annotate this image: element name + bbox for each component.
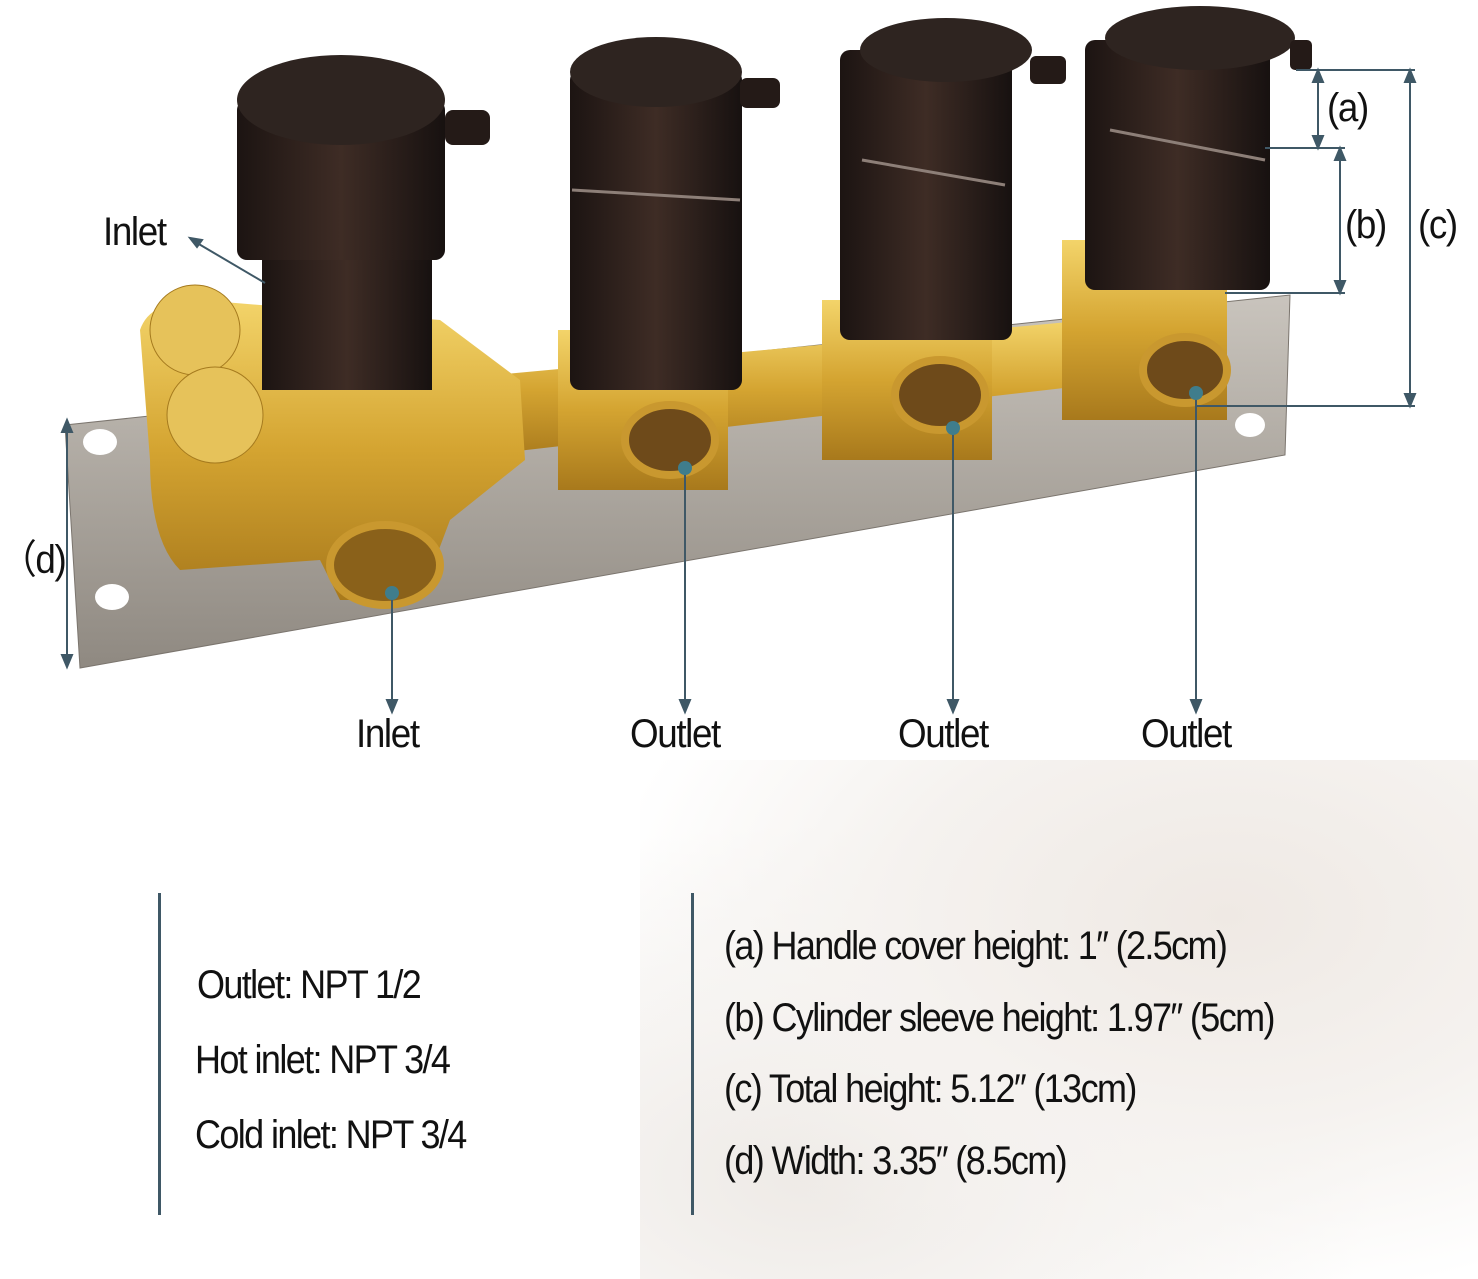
divider — [158, 893, 161, 1215]
connection-spec: Outlet: NPT 1/2 — [197, 963, 422, 1007]
handle-cylinder — [840, 18, 1066, 340]
inlet-port — [326, 521, 444, 609]
handle-cylinder — [1085, 6, 1312, 290]
dimension-spec: (b) Cylinder sleeve height: 1.97″ (5cm) — [724, 996, 1275, 1040]
callout-lines — [60, 67, 1417, 715]
background-family-photo — [640, 760, 1478, 1279]
handle-cylinder — [237, 55, 490, 390]
inlet-bottom-label: Inlet — [356, 712, 420, 756]
dimension-spec: (c) Total height: 5.12″ (13cm) — [724, 1067, 1137, 1111]
inlet-cap — [166, 366, 264, 464]
dimension-spec: (a) Handle cover height: 1″ (2.5cm) — [724, 924, 1228, 968]
outlet-label-2: Outlet — [898, 712, 989, 756]
mount-hole — [95, 584, 129, 610]
connection-spec: Hot inlet: NPT 3/4 — [195, 1038, 451, 1082]
outlet-label-3: Outlet — [1141, 712, 1232, 756]
outlet-port — [1139, 333, 1231, 407]
inlet-top-label: Inlet — [103, 210, 167, 254]
inlet-cap — [149, 284, 241, 376]
outlet-port — [891, 356, 989, 434]
handle-cylinder — [570, 37, 780, 390]
divider — [691, 893, 694, 1215]
dim-a-label: (a) — [1327, 86, 1369, 130]
dim-c-label: (c) — [1418, 203, 1458, 247]
outlet-port — [621, 401, 719, 479]
dim-d-label: （d) — [0, 538, 67, 582]
mount-hole — [1235, 413, 1265, 437]
mount-hole — [83, 429, 117, 455]
valve-diagram — [60, 6, 1417, 715]
dimension-spec: (d) Width: 3.35″ (8.5cm) — [724, 1139, 1068, 1183]
outlet-label-1: Outlet — [630, 712, 721, 756]
dim-b-label: (b) — [1345, 203, 1387, 247]
connection-spec: Cold inlet: NPT 3/4 — [195, 1113, 467, 1157]
